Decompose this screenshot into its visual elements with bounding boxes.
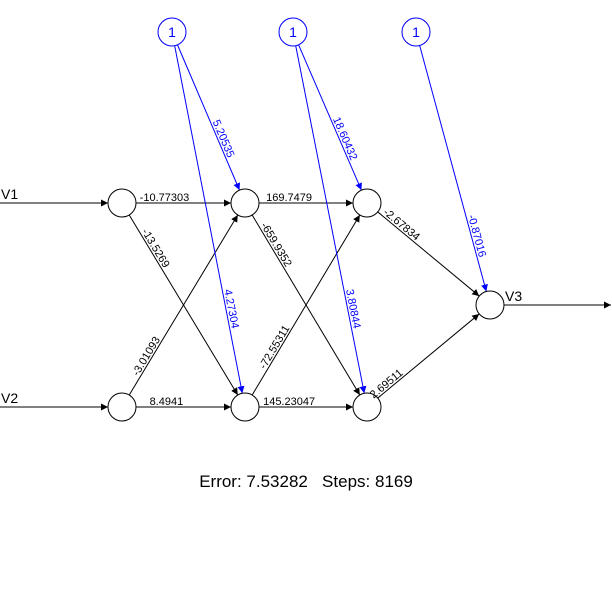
weight-edge-in2-h11	[128, 214, 239, 396]
weight-edge-h12-h21	[251, 214, 361, 396]
nodes-layer: 1 1 1	[107, 17, 505, 422]
weight-label-in1-h12: -13.5269	[139, 227, 172, 270]
bias-weight-label-b2-h21: 18.60432	[330, 115, 359, 162]
weight-edge-h21-out	[377, 211, 480, 297]
neuron-h21	[352, 188, 382, 218]
weight-label-h21-out: -2.67834	[381, 206, 422, 243]
bias-weight-label-b2-h22: 3.80844	[343, 288, 362, 329]
bias-node-label-b1: 1	[168, 24, 176, 40]
bias-node-b1	[157, 17, 187, 47]
steps-label: Steps:	[322, 472, 371, 491]
bias-node-b2	[278, 17, 308, 47]
neuron-in1	[107, 188, 137, 218]
neuron-in2	[107, 392, 137, 422]
weight-edge-h22-out	[377, 313, 480, 399]
bias-node-b3	[401, 17, 431, 47]
bias-weight-label-b1-h11: 5.20535	[210, 118, 237, 159]
input-label-in1: V1	[1, 186, 18, 202]
weight-labels-layer: -10.77303 -13.5269 -3.01093 8.4941 169.7479 -…	[1, 115, 522, 408]
weight-label-h11-h22: -659.9352	[258, 221, 294, 270]
bias-edge-b1-h11	[177, 44, 240, 191]
bias-edge-b2-h21	[298, 44, 362, 191]
neuron-h11	[230, 188, 260, 218]
neuron-out	[475, 290, 505, 320]
steps-value: 8169	[374, 472, 413, 491]
weight-label-h22-out: 2.69511	[368, 367, 406, 401]
bias-weight-label-b1-h12: 4.27304	[221, 288, 240, 329]
input-label-in2: V2	[1, 390, 18, 406]
error-value: 7.53282	[246, 472, 308, 491]
weight-label-h12-h21: -72.55311	[257, 323, 292, 371]
bias-edge-b1-h12	[174, 45, 245, 394]
bias-node-label-b2: 1	[289, 24, 297, 40]
bias-node-label-b3: 1	[412, 24, 420, 40]
weight-label-h12-h22: 145.23047	[263, 396, 315, 408]
connections-layer	[0, 44, 611, 411]
training-summary: Error: 7.53282 Steps: 8169	[0, 472, 612, 492]
weight-label-in1-h11: -10.77303	[140, 192, 190, 204]
weight-label-in2-h12: 8.4941	[150, 396, 184, 408]
neuron-h12	[230, 392, 260, 422]
output-label: V3	[505, 288, 522, 304]
weight-label-h11-h21: 169.7479	[266, 192, 312, 204]
bias-edge-b2-h22	[295, 45, 367, 394]
neuron-h22	[352, 392, 382, 422]
error-label: Error:	[199, 472, 242, 491]
bias-weight-label-b3-out: -0.87016	[465, 214, 488, 259]
weight-label-in2-h11: -3.01093	[130, 335, 163, 378]
bias-edge-b3-out	[419, 45, 488, 292]
